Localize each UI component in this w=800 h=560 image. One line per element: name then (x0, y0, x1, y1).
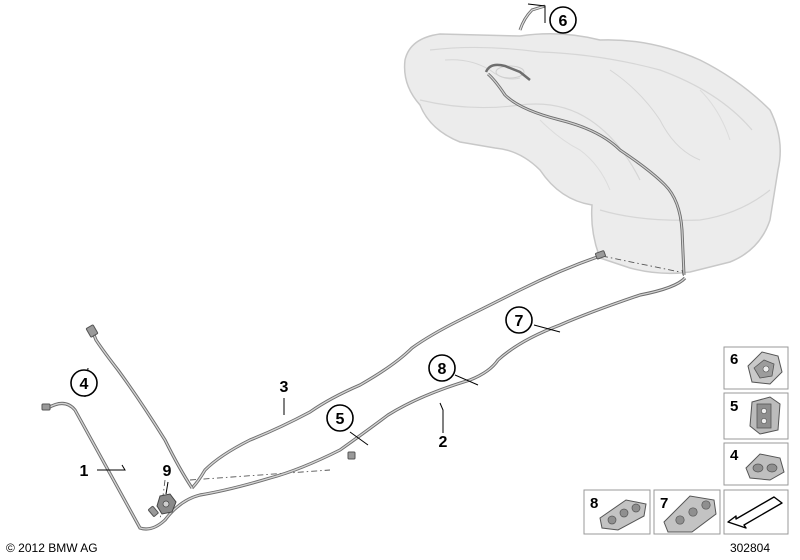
fittings (41, 250, 606, 517)
clip-4-icon (745, 453, 785, 481)
callout-5: 5 (326, 404, 354, 432)
label-1: 1 (80, 463, 89, 480)
svg-text:6: 6 (730, 351, 738, 368)
document-number: 302804 (729, 541, 770, 555)
svg-text:7: 7 (660, 495, 668, 512)
svg-text:5: 5 (730, 398, 738, 415)
legend-box-4: 4 (723, 442, 789, 486)
callout-7: 7 (505, 306, 533, 334)
legend-box-8: 8 (583, 489, 651, 535)
legend-box-6: 6 (723, 346, 789, 390)
fuel-line-3 (90, 254, 601, 490)
clip-6-icon (747, 351, 783, 385)
callout-6: 6 (549, 6, 577, 34)
svg-text:6: 6 (559, 13, 568, 30)
clip-8-icon (599, 499, 647, 531)
callout-4: 4 (70, 369, 98, 397)
label-9: 9 (163, 463, 172, 480)
svg-text:5: 5 (336, 411, 345, 428)
svg-text:8: 8 (438, 361, 447, 378)
label-3: 3 (280, 379, 289, 396)
fuel-tank (403, 33, 781, 275)
legend-box-7: 7 (653, 489, 721, 535)
part-9-clip (156, 493, 177, 515)
copyright-text: © 2012 BMW AG (6, 541, 98, 555)
clip-7-icon (663, 495, 717, 533)
tank-line (484, 4, 686, 276)
direction-arrow-icon (727, 496, 783, 529)
svg-text:4: 4 (730, 447, 739, 464)
connection-guides (159, 255, 685, 521)
label-2: 2 (439, 434, 448, 451)
svg-text:4: 4 (80, 376, 89, 393)
svg-text:7: 7 (515, 313, 524, 330)
legend-box-5: 5 (723, 392, 789, 440)
legend-box-direction (723, 489, 789, 535)
clip-5-icon (749, 396, 781, 435)
svg-text:8: 8 (590, 495, 598, 512)
fuel-line-2 (47, 276, 687, 531)
callout-8: 8 (428, 354, 456, 382)
